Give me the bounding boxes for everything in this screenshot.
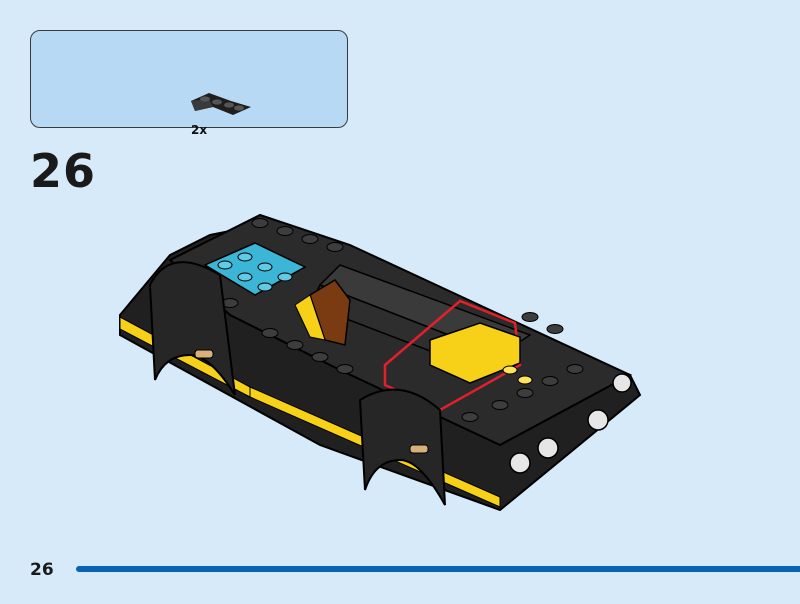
- parts-callout-box: 2x: [30, 30, 348, 137]
- car-chassis-illustration: [119, 213, 642, 512]
- part-quantity: 2x: [191, 123, 208, 137]
- page-divider-line: [76, 566, 800, 572]
- step-number: 26: [30, 144, 97, 198]
- black-corner-plate-icon: [191, 93, 251, 115]
- page-number: 26: [30, 560, 54, 580]
